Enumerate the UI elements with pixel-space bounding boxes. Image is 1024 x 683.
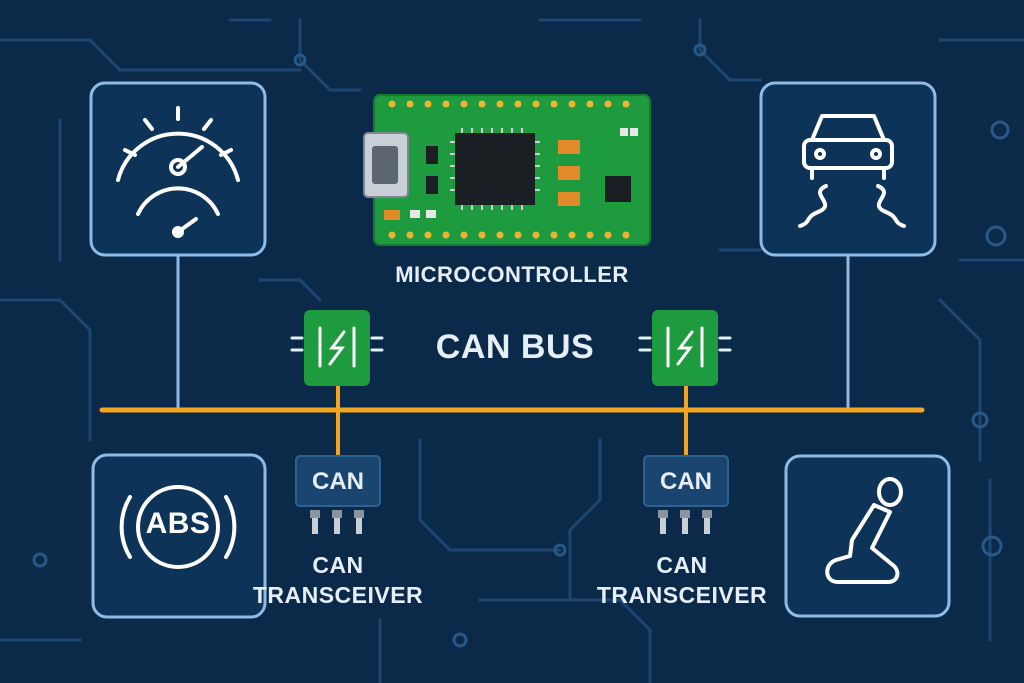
can-chip-right xyxy=(643,455,729,534)
transceiver-caption-left-line2: TRANSCEIVER xyxy=(252,582,424,608)
can-chip-left-label: CAN xyxy=(312,468,364,495)
microcontroller-board xyxy=(363,94,651,246)
car-seat-icon xyxy=(825,477,903,584)
microcontroller-label: MICROCONTROLLER xyxy=(395,262,629,287)
transceiver-module-right xyxy=(638,310,732,386)
node-traction xyxy=(759,81,937,257)
abs-text: ABS xyxy=(145,507,211,540)
abs-warning-icon xyxy=(119,485,237,569)
transceiver-caption-right-line1: CAN xyxy=(656,552,708,578)
can-chip-left xyxy=(295,455,381,534)
can-chip-right-label: CAN xyxy=(660,468,712,495)
pcb-traces xyxy=(0,18,1024,683)
board-pins-bottom xyxy=(388,231,630,239)
node-abs xyxy=(91,453,267,619)
mcu-chip xyxy=(455,133,535,205)
speedometer-icon xyxy=(116,106,240,238)
transceiver-caption-right-line2: TRANSCEIVER xyxy=(596,582,768,608)
transceiver-caption-right: CAN TRANSCEIVER xyxy=(582,550,782,610)
can-bus-label: CAN BUS xyxy=(435,328,595,366)
pcb-vias xyxy=(32,43,1010,648)
board-pins-top xyxy=(388,100,630,108)
car-skid-icon xyxy=(798,114,906,228)
transceiver-caption-left: CAN TRANSCEIVER xyxy=(238,550,438,610)
transceiver-module-left xyxy=(290,310,384,386)
node-speedometer xyxy=(89,81,267,257)
transceiver-caption-left-line1: CAN xyxy=(312,552,364,578)
node-seat xyxy=(784,454,951,618)
